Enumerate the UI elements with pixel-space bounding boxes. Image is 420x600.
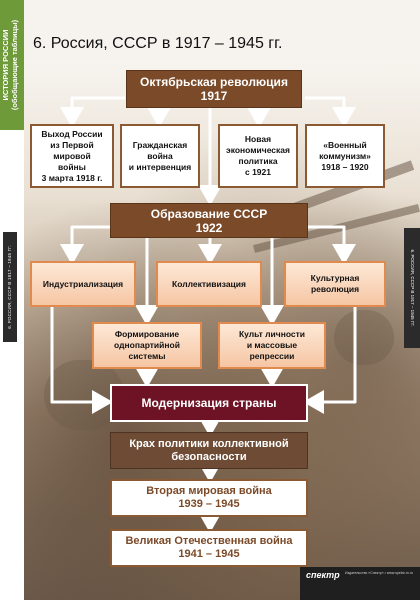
node-personality-cult: Культ личности и массовые репрессии [218, 322, 326, 369]
publisher-logo: спектр [306, 570, 340, 580]
node-exit-war: Выход России из Первой мировой войны 3 м… [30, 124, 114, 188]
node-october-revolution: Октябрьская революция 1917 [126, 70, 302, 108]
node-modernization: Модернизация страны [110, 384, 308, 422]
publisher-info: Издательство «Спектр» • www.spektr-m.ru [345, 571, 413, 575]
node-one-party-system: Формирование однопартийной системы [92, 322, 202, 369]
node-world-war-2: Вторая мировая война 1939 – 1945 [110, 479, 308, 517]
node-ussr-formation: Образование СССР 1922 [110, 203, 308, 238]
node-nep: Новая экономическая политика с 1921 [218, 124, 298, 188]
node-great-patriotic-war: Великая Отечественная война 1941 – 1945 [110, 529, 308, 567]
node-collective-security-collapse: Крах политики коллективной безопасности [110, 432, 308, 469]
series-strip: ИСТОРИЯ РОССИИ (обобщающие таблицы) 6. Р… [0, 0, 24, 600]
node-collectivization: Коллективизация [156, 261, 262, 307]
node-war-communism: «Военный коммунизм» 1918 – 1920 [305, 124, 385, 188]
page-title: 6. Россия, СССР в 1917 – 1945 гг. [33, 35, 283, 52]
right-code-tab: 6. РОССИЯ, СССР В 1917 – 1945 ГГ. [404, 228, 420, 348]
series-label-block: ИСТОРИЯ РОССИИ (обобщающие таблицы) [0, 0, 24, 130]
node-cultural-revolution: Культурная революция [284, 261, 386, 307]
footer-bar [300, 567, 420, 600]
node-industrialization: Индустриализация [30, 261, 136, 307]
node-civil-war: Гражданская война и интервенция [120, 124, 200, 188]
side-code-tab: 6. РОССИЯ, СССР В 1917 – 1945 ГГ. [3, 232, 17, 342]
